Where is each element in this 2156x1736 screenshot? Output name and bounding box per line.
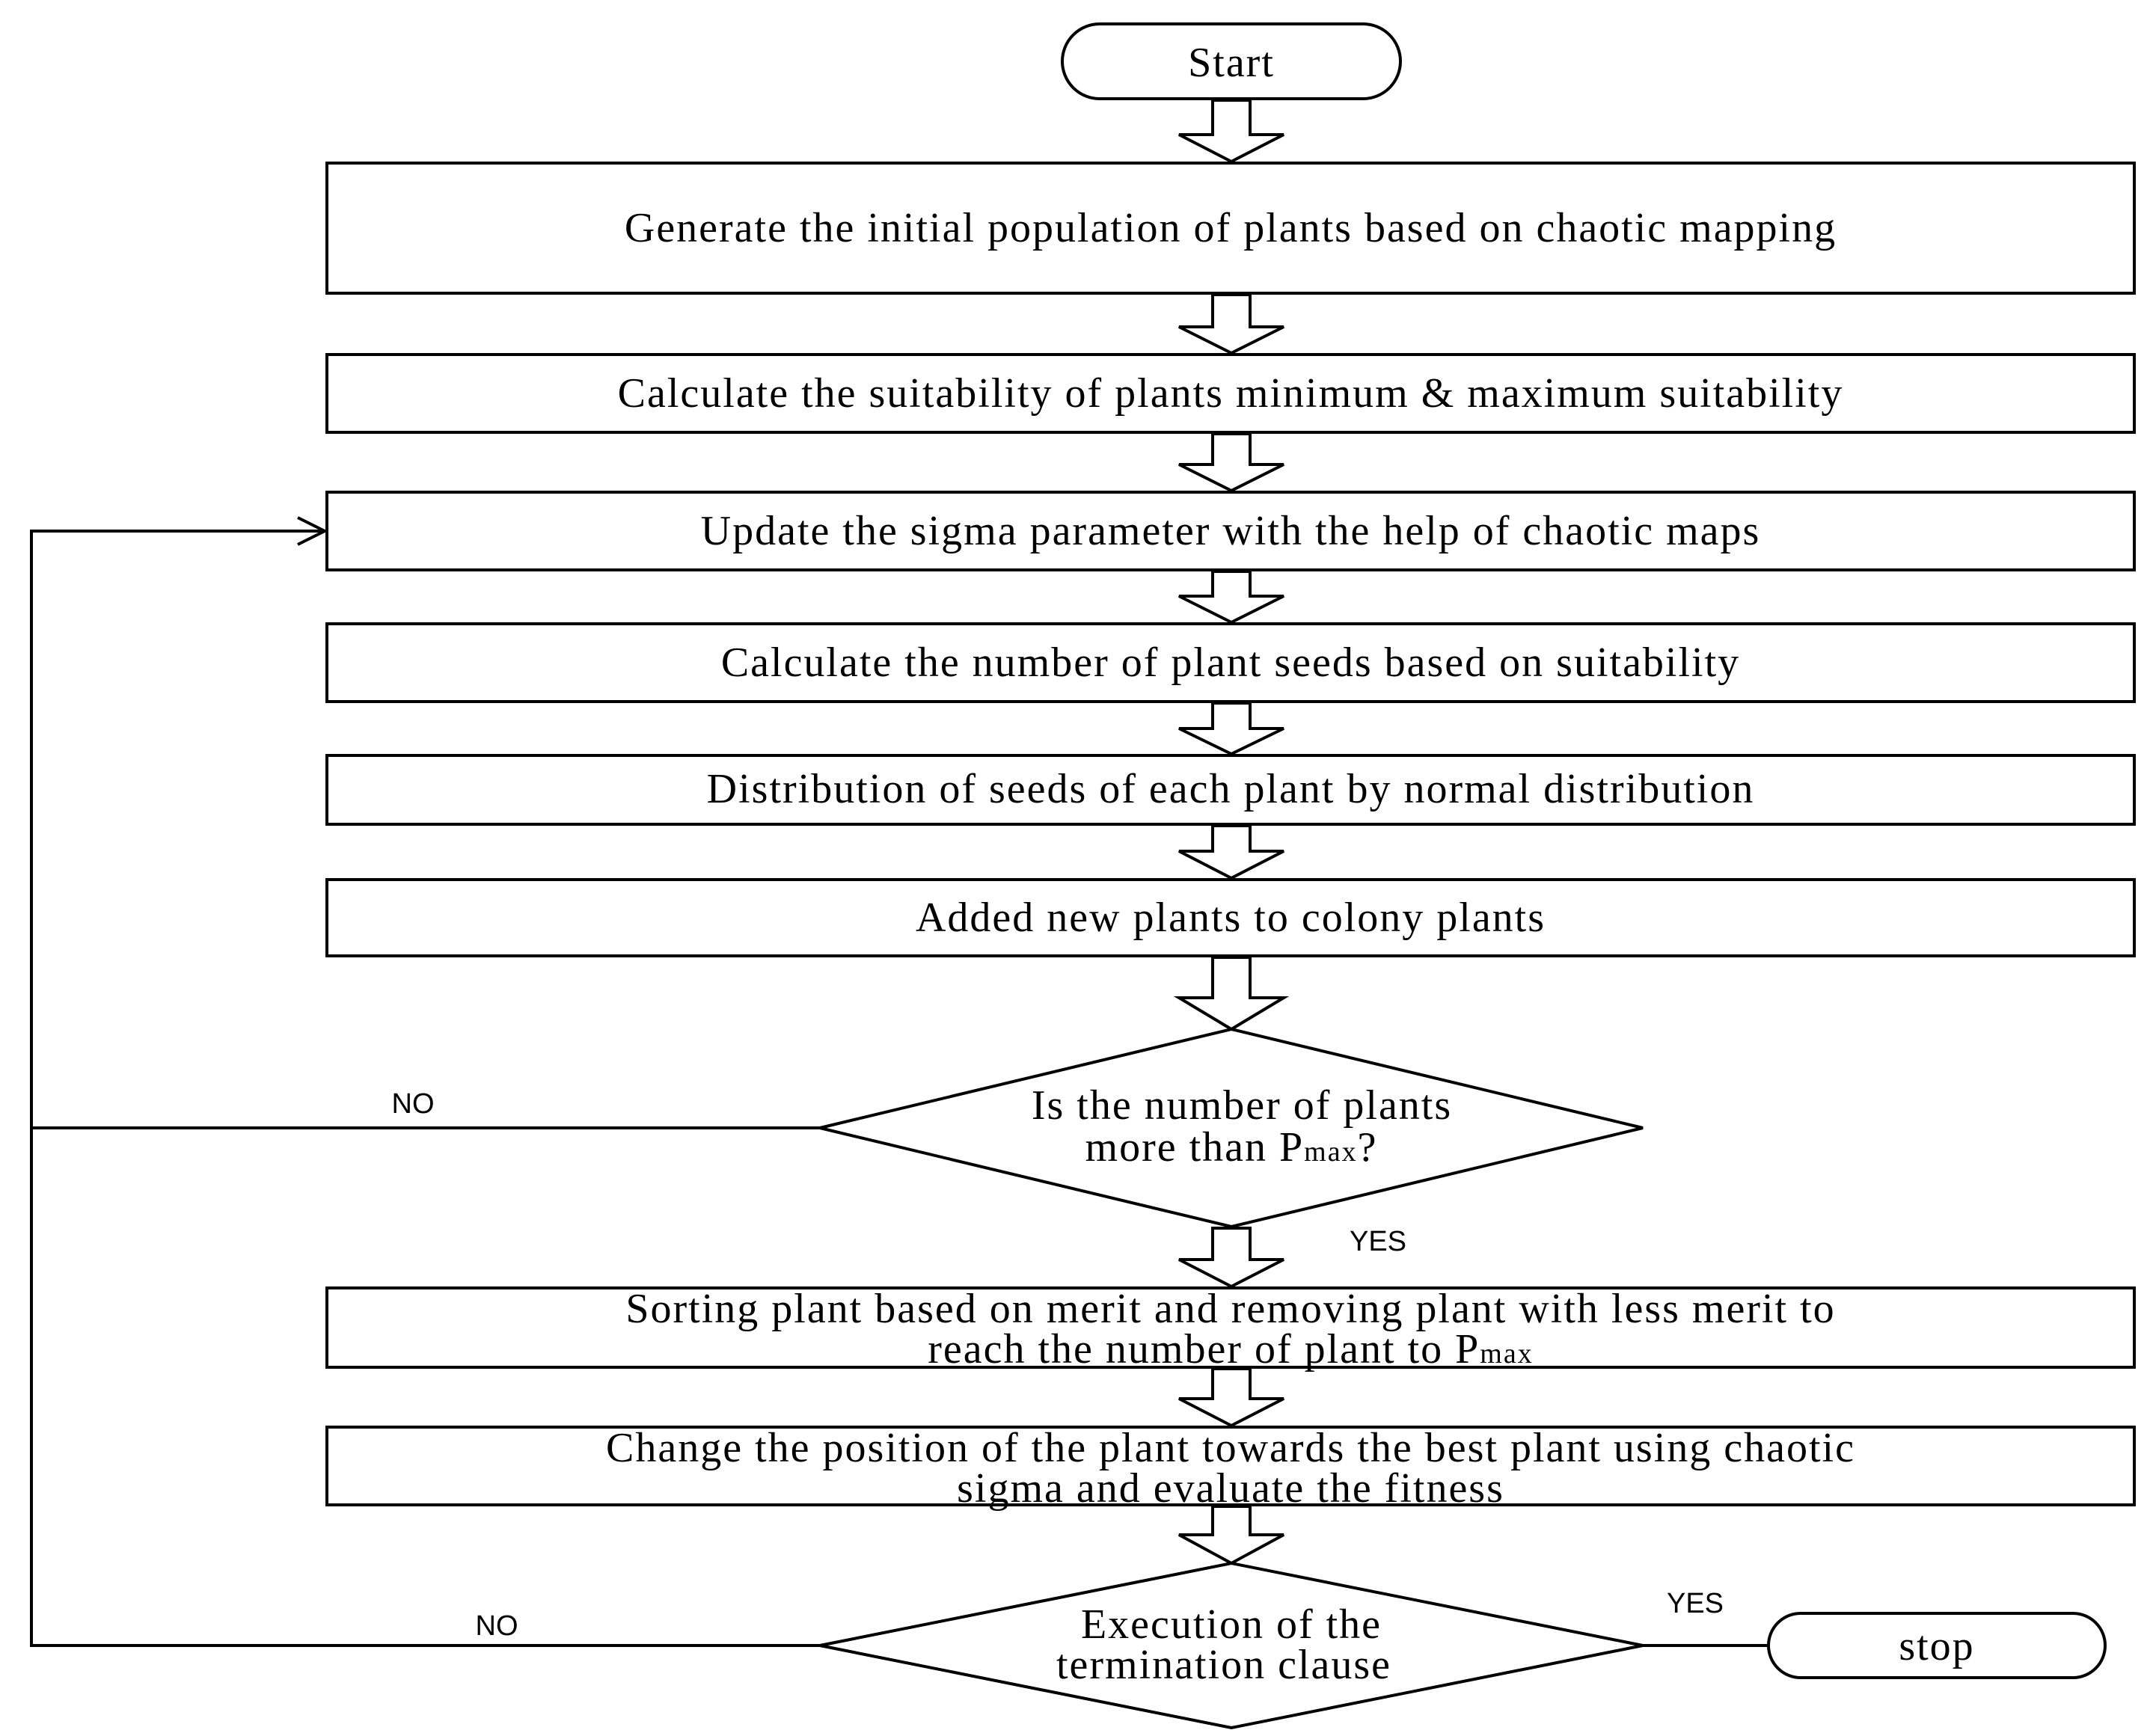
process-text: Distribution of seeds of each plant by n… [707,766,1755,812]
stop-label: stop [1899,1623,1974,1669]
process-text: Generate the initial population of plant… [625,205,1837,251]
block-arrow-7 [1173,956,1290,1031]
decision-termination: Execution of the termination clause [819,1561,1644,1730]
process-text: Added new plants to colony plants [916,895,1546,941]
process-box-added-plants: Added new plants to colony plants [325,878,2136,957]
process-box-update-sigma: Update the sigma parameter with the help… [325,491,2136,571]
no-label-2: NO [476,1610,518,1642]
process-box-distribution: Distribution of seeds of each plant by n… [325,754,2136,826]
start-terminator: Start [1061,22,1402,100]
block-arrow-1 [1178,99,1284,164]
decision-plant-count: Is the number of plants more than Pmax? [819,1027,1644,1229]
process-text-line2: reach the number of plant to Pmax [928,1326,1533,1372]
yes-line-2: YES [1643,1588,1768,1647]
start-label: Start [1188,40,1275,86]
block-arrow-8 [1178,1227,1284,1289]
process-box-generate-population: Generate the initial population of plant… [325,162,2136,295]
decision-text-line2: termination clause [1056,1642,1391,1688]
process-text: Update the sigma parameter with the help… [701,508,1761,554]
process-text: Calculate the suitability of plants mini… [618,370,1844,417]
stop-terminator: stop [1767,1612,2107,1679]
decision-text-line1: Is the number of plants [1032,1082,1452,1129]
yes-label-2: YES [1667,1588,1724,1619]
process-box-calculate-seeds: Calculate the number of plant seeds base… [325,622,2136,703]
block-arrow-10 [1178,1505,1284,1565]
block-arrow-9 [1178,1367,1284,1428]
process-box-sorting: Sorting plant based on merit and removin… [325,1286,2136,1372]
block-arrow-6 [1178,824,1284,880]
no-label-1: NO [392,1088,435,1120]
process-text-line1: Change the position of the plant towards… [606,1425,1855,1471]
decision-text-line2: more than Pmax? [1085,1124,1378,1171]
block-arrow-4 [1178,570,1284,625]
loop-line-no-2: NO [30,1128,820,1647]
loop-line-no-1: NO [30,531,820,1129]
process-text-line2: sigma and evaluate the fitness [957,1465,1504,1512]
decision-text-line1: Execution of the [1081,1601,1382,1648]
process-text: Calculate the number of plant seeds base… [721,640,1740,686]
process-box-calculate-suitability: Calculate the suitability of plants mini… [325,353,2136,434]
block-arrow-2 [1178,293,1284,355]
process-box-change-position: Change the position of the plant towards… [325,1425,2136,1512]
yes-label-1: YES [1350,1226,1406,1257]
block-arrow-5 [1178,702,1284,756]
block-arrow-3 [1178,432,1284,493]
process-text-line1: Sorting plant based on merit and removin… [625,1286,1835,1332]
